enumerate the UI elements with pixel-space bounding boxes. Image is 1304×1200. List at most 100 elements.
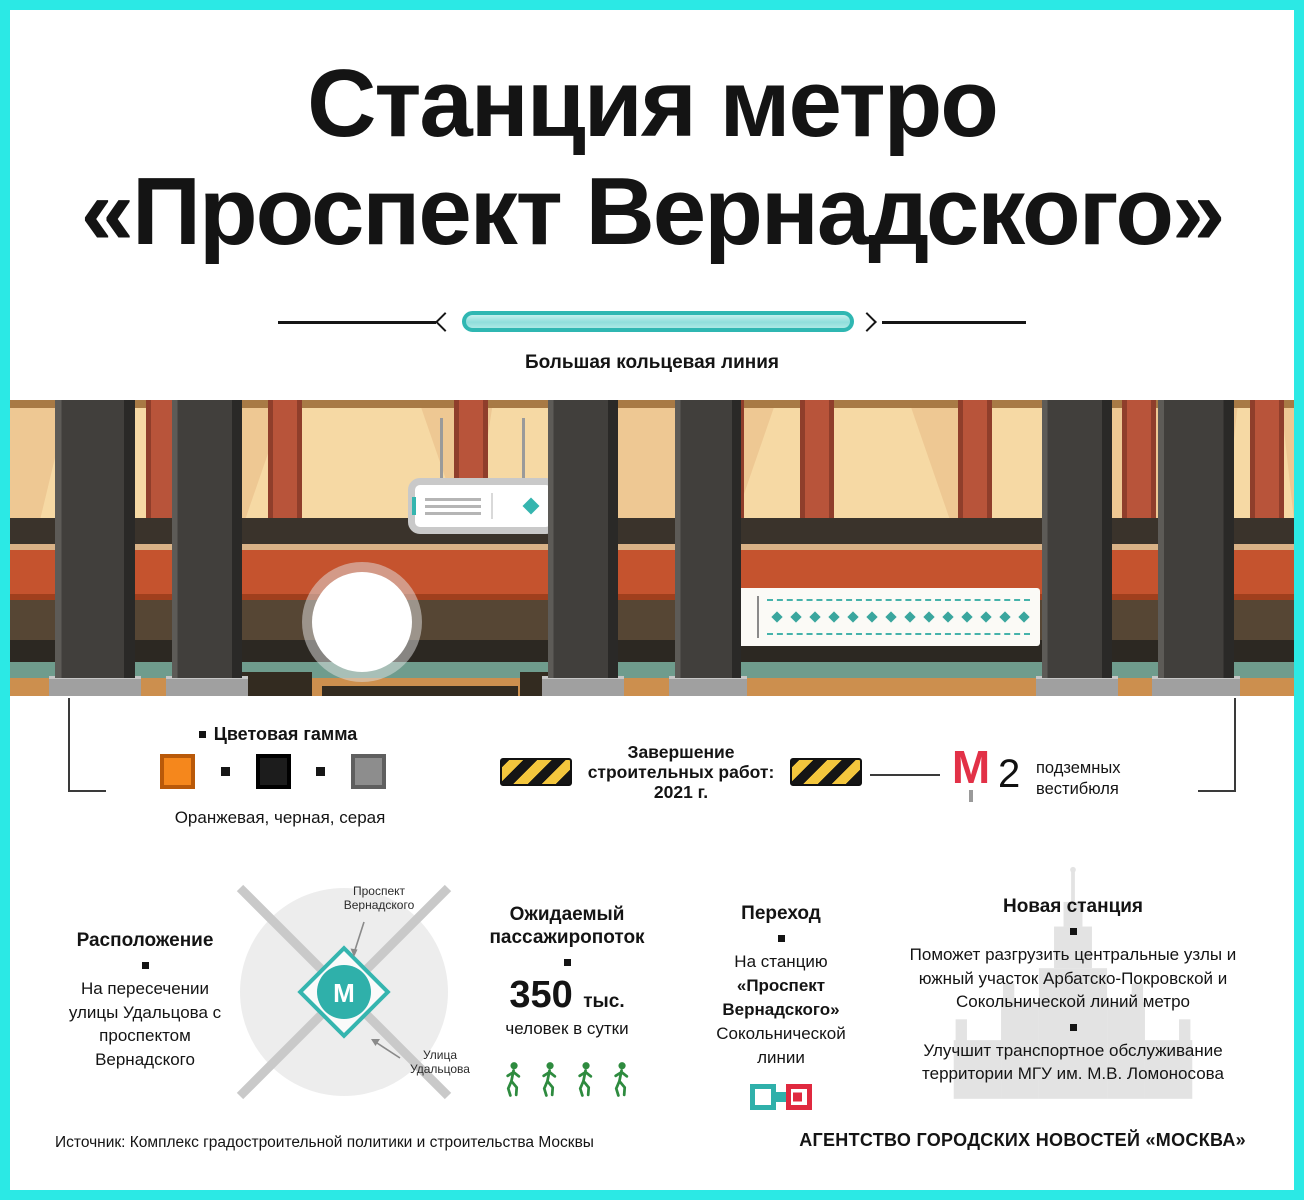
light-beam	[735, 408, 950, 520]
vestibule-label-line1: подземных	[1036, 759, 1121, 777]
station-interior-illustration	[10, 400, 1294, 696]
hanging-sign	[408, 478, 558, 534]
separator-square-icon	[220, 767, 230, 776]
trim-band	[10, 544, 1294, 550]
location-map-graphic	[236, 884, 452, 1100]
metro-line-divider	[278, 310, 1026, 336]
left-bracket-line	[68, 698, 106, 792]
palette-caption: Оранжевая, черная, серая	[174, 808, 386, 827]
bullet-square	[141, 962, 149, 969]
transfer-station-square-teal	[750, 1084, 776, 1110]
wall-pillar	[268, 400, 302, 522]
pedestrian-icon	[614, 1061, 629, 1097]
bullet-square	[198, 731, 206, 738]
metro-line-name: Большая кольцевая линия	[524, 352, 780, 373]
sign-hanger-rod	[522, 418, 525, 480]
divider-line-right	[882, 321, 1026, 324]
column-base	[166, 676, 248, 696]
column-base	[669, 676, 747, 696]
pedestrian-icon	[506, 1061, 521, 1097]
location-block: Расположение На пересечении улицы Удальц…	[45, 930, 245, 1071]
sign-hanger-rod	[440, 418, 443, 480]
station-frieze-panel	[737, 588, 1040, 646]
location-text: На пересечении улицы Удальцова с проспек…	[68, 979, 222, 1069]
round-lamp	[312, 572, 412, 672]
swatch-gray	[351, 754, 386, 789]
agency-credit: АГЕНТСТВО ГОРОДСКИХ НОВОСТЕЙ «МОСКВА»	[799, 1130, 1246, 1150]
right-bracket-line	[1198, 698, 1236, 792]
column-base	[542, 676, 624, 696]
transfer-connector	[774, 1092, 788, 1102]
station-column	[1042, 400, 1112, 678]
new-station-block: Новая станция Поможет разгрузить централ…	[866, 852, 1280, 1118]
construction-stripe-icon	[790, 758, 862, 786]
frieze-dashed-line	[767, 599, 1030, 601]
metro-line-bar-icon	[462, 311, 854, 332]
completion-line3: 2021 г.	[653, 782, 709, 802]
pedestrian-icon	[578, 1061, 593, 1097]
palette-title: Цветовая гамма	[213, 724, 358, 744]
swatch-orange	[160, 754, 195, 789]
station-column	[172, 400, 242, 678]
chevron-right-icon	[857, 312, 877, 332]
platform-edge-segment	[242, 672, 312, 696]
map-label-street: Улица Удальцова	[410, 1048, 470, 1076]
platform-edge-segment	[322, 686, 518, 696]
traffic-value-row: 350 тыс.	[472, 974, 662, 1017]
station-column	[675, 400, 741, 678]
sign-diamond-icon	[522, 497, 540, 515]
vestibule-count: 2	[998, 752, 1021, 796]
swatch-black	[255, 754, 291, 789]
transfer-block: Переход На станцию «Проспект Вернадского…	[686, 903, 876, 1110]
wall-pillar	[958, 400, 992, 522]
completion-line2: строительных работ:	[587, 762, 775, 782]
location-map: Проспект Вернадского Улица Удальцова М	[232, 862, 476, 1110]
source-credit: Источник: Комплекс градостроительной пол…	[55, 1134, 594, 1151]
wall-pillar	[800, 400, 834, 522]
new-station-title: Новая станция	[1002, 896, 1144, 917]
vestibule-label-line2: вестибюля	[1036, 780, 1119, 798]
page-title-line1: Станция метро	[307, 50, 999, 157]
new-station-paragraph1: Поможет разгрузить центральные узлы и юж…	[909, 945, 1237, 1011]
transfer-station-square-red	[786, 1084, 812, 1110]
traffic-block: Ожидаемый пассажиропоток 350 тыс. челове…	[472, 903, 662, 1097]
legend-connector-line	[870, 774, 940, 776]
column-base	[49, 676, 141, 696]
transfer-title: Переход	[741, 903, 821, 924]
wall-pillar	[1250, 400, 1284, 522]
bullet-square	[777, 935, 785, 942]
sign-text-lines	[425, 494, 481, 519]
teal-band	[10, 662, 1294, 678]
divider-line-left	[278, 321, 436, 324]
traffic-title-line1: Ожидаемый	[509, 904, 625, 925]
palette-heading: Цветовая гамма	[158, 724, 398, 745]
traffic-value: 350	[509, 974, 573, 1016]
frieze-dashed-line	[767, 633, 1030, 635]
vestibule-label: подземных вестибюля	[1036, 758, 1121, 800]
metro-sign-pole	[969, 790, 973, 803]
separator-square-icon	[316, 767, 326, 776]
transfer-bold-line2: Вернадского»	[722, 1000, 840, 1019]
new-station-paragraph2: Улучшит транспортное обслуживание террит…	[922, 1040, 1224, 1084]
frieze-divider	[757, 596, 759, 638]
msu-building-silhouette	[953, 866, 1193, 1099]
station-column	[55, 400, 135, 678]
wall-pillar	[1122, 400, 1156, 522]
pedestrian-icons-row	[472, 1061, 662, 1097]
transfer-bold-line1: «Проспект	[736, 976, 826, 995]
column-base	[1036, 676, 1118, 696]
bullet-square	[1069, 1023, 1077, 1031]
frieze-diamond-row	[771, 611, 1030, 623]
map-label-avenue: Проспект Вернадского	[343, 884, 415, 912]
station-column	[1158, 400, 1234, 678]
map-metro-letter: М	[333, 978, 355, 1008]
palette-swatches	[160, 754, 386, 789]
bullet-square	[563, 959, 571, 966]
metro-logo-icon: М	[948, 744, 994, 803]
transfer-line3: линии	[757, 1048, 805, 1067]
station-column	[548, 400, 618, 678]
transfer-line2: Сокольнической	[716, 1024, 846, 1043]
ceiling-strip	[10, 400, 1294, 408]
completion-text: Завершение строительных работ: 2021 г.	[572, 742, 790, 802]
